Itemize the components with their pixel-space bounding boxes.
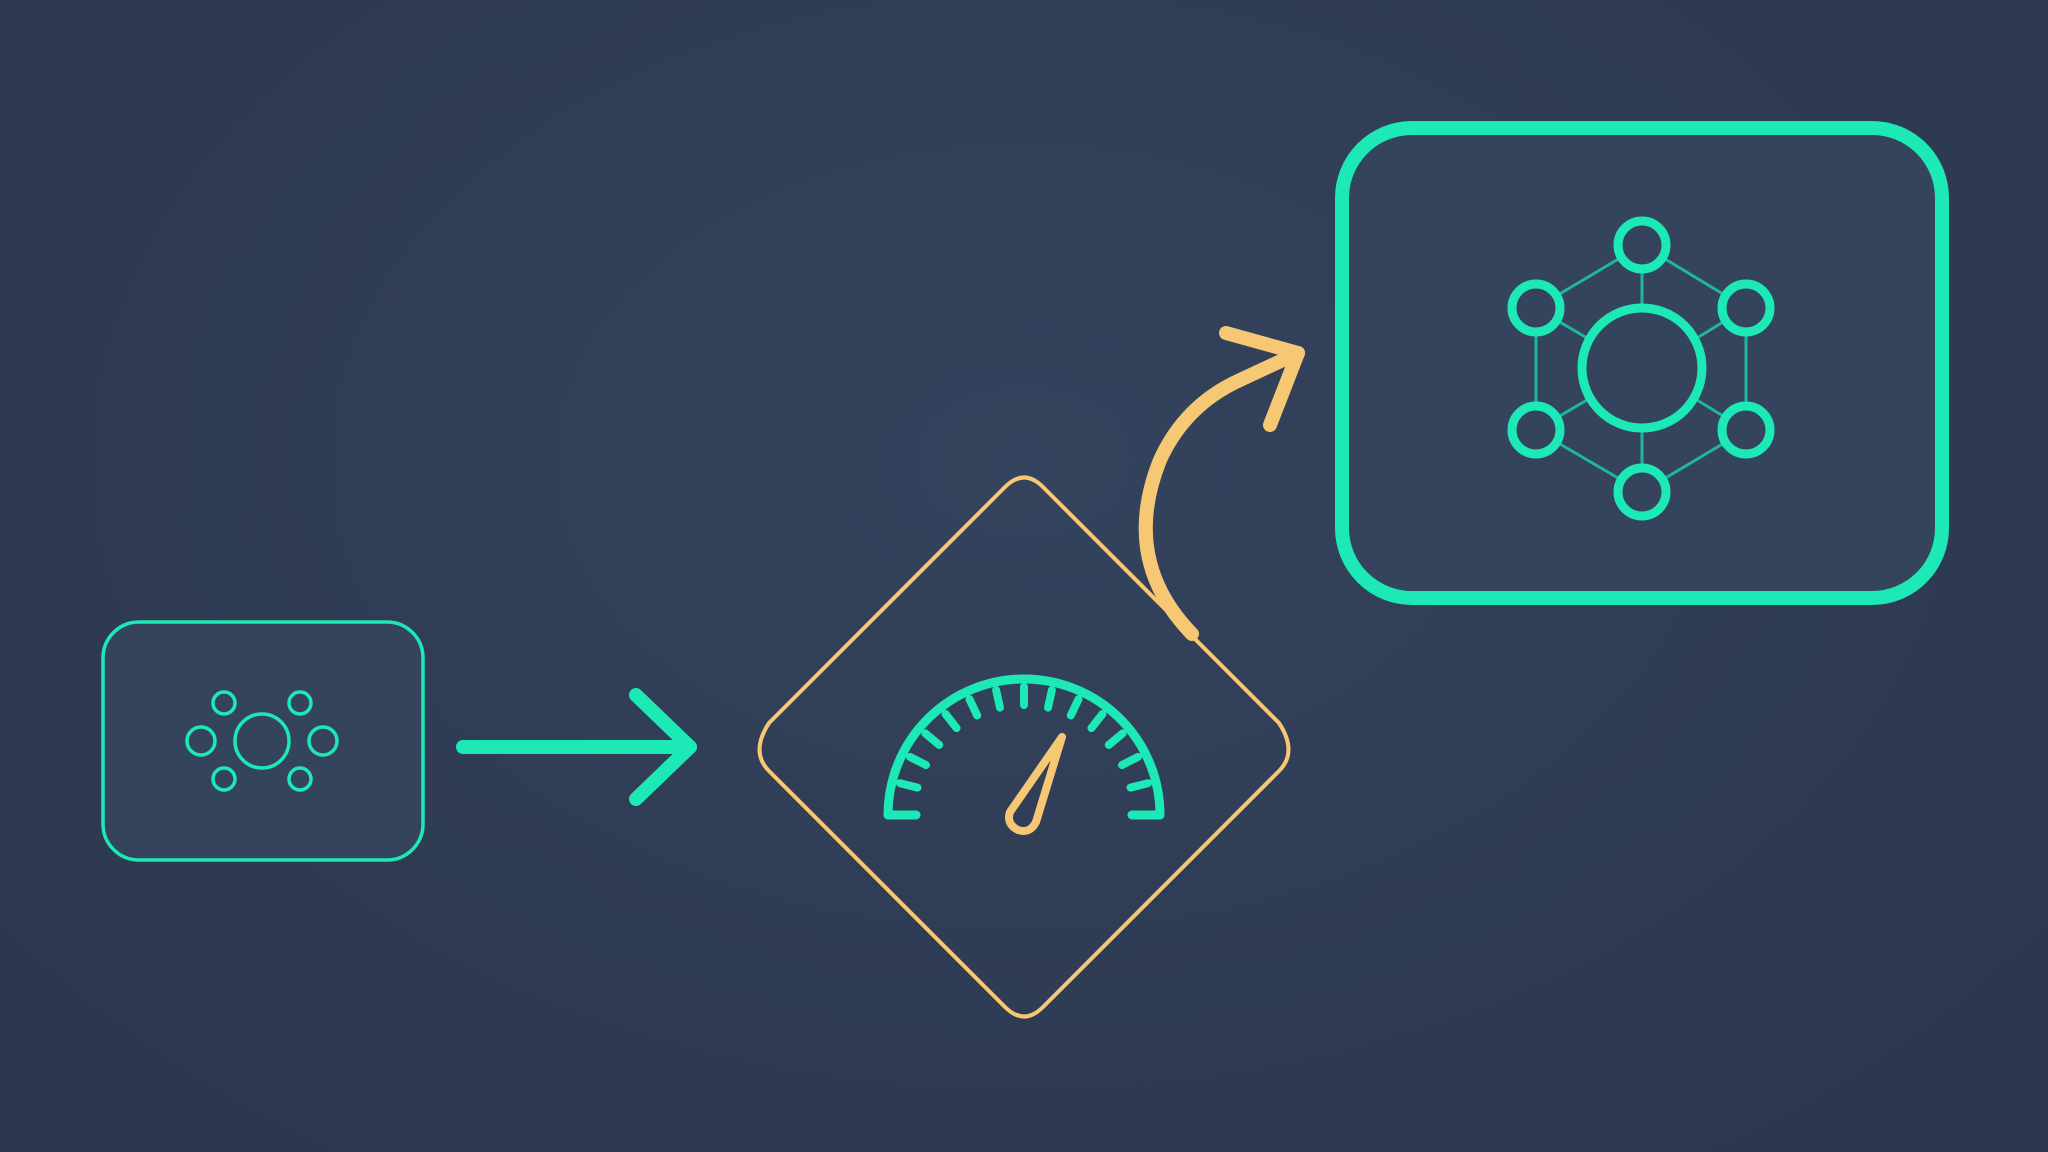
- large-network-node: [1335, 121, 1949, 605]
- gauge-tick: [906, 752, 930, 770]
- small-cluster-box: [101, 620, 425, 862]
- flow-arrow-curved: [1138, 326, 1305, 641]
- cluster-icon: [185, 690, 339, 792]
- gauge-tick: [896, 779, 922, 792]
- gauge-tick: [1126, 779, 1152, 792]
- gauge-tick: [992, 686, 1004, 712]
- gauge-ticks: [896, 683, 1152, 792]
- gauge-diamond: [757, 475, 1291, 1019]
- gauge-tick: [1066, 695, 1083, 720]
- gauge-tick: [941, 709, 961, 733]
- flow-arrow-straight: [456, 688, 697, 806]
- gauge-needle-icon: [1005, 733, 1066, 835]
- gauge-tick: [1104, 729, 1127, 749]
- gauge-tick: [1118, 752, 1142, 770]
- gauge-tick: [1044, 686, 1056, 712]
- gauge-tick: [1087, 709, 1107, 733]
- small-cluster-node: [101, 620, 425, 862]
- gauge-tick: [921, 729, 944, 749]
- network-hub-icon: [1507, 216, 1775, 521]
- gauge-decision-node: [757, 475, 1291, 1019]
- speedometer-icon: [883, 674, 1165, 835]
- gauge-tick: [965, 695, 982, 720]
